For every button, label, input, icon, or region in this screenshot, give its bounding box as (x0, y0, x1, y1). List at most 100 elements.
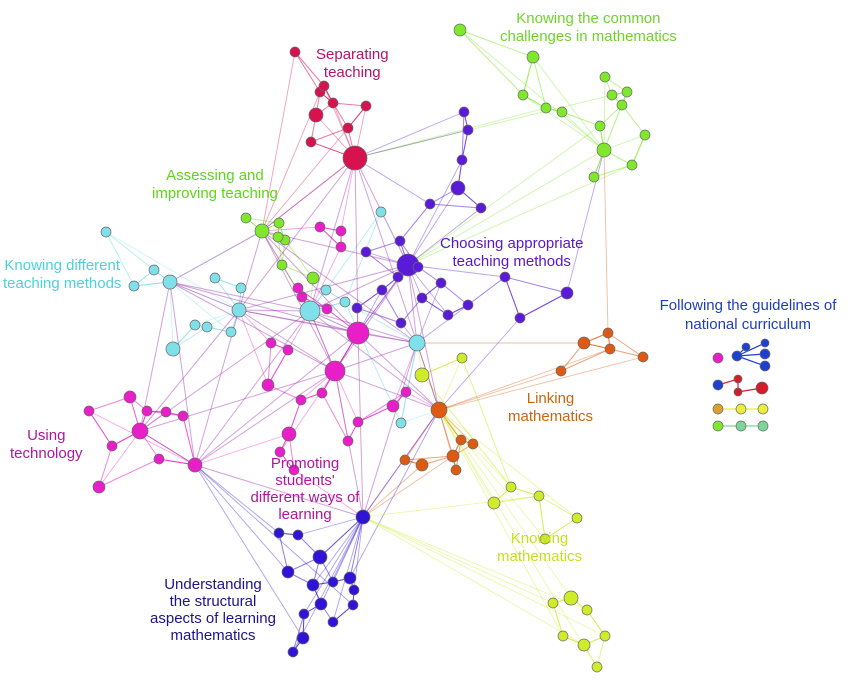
edge (312, 516, 364, 586)
node-purple (395, 317, 407, 329)
edge (294, 51, 325, 87)
edge (631, 134, 646, 166)
edge (603, 76, 606, 151)
edge (440, 282, 469, 306)
edge (560, 348, 611, 372)
label-assessing-improving: Assessing and improving teaching (152, 167, 278, 202)
edge (267, 349, 289, 386)
edge (98, 458, 160, 488)
edge (139, 430, 196, 466)
edge (356, 307, 402, 324)
edge (407, 264, 506, 278)
edge (332, 516, 364, 583)
node-magenta (335, 225, 347, 237)
node-magenta (342, 435, 354, 447)
node-crimson (308, 107, 324, 123)
node-magenta (346, 321, 370, 345)
edge (238, 309, 336, 372)
label-knowing-different-methods: Knowing different teaching methods (3, 257, 122, 292)
edge (552, 602, 564, 637)
node-magenta (141, 405, 153, 417)
edge (261, 226, 321, 232)
node-magenta (123, 390, 137, 404)
label-separating-teaching: Separating teaching (316, 46, 389, 81)
node-magenta (324, 360, 346, 382)
edge (354, 157, 431, 205)
edge (407, 125, 601, 266)
edge (325, 211, 382, 291)
edge (139, 309, 240, 432)
edge (392, 342, 418, 407)
legend-node-blue (731, 350, 743, 362)
node-cyan (395, 417, 407, 429)
edge (504, 276, 568, 294)
node-green (626, 159, 638, 171)
edge (461, 111, 465, 161)
node-purple (462, 124, 474, 136)
node-cyan (201, 321, 213, 333)
edge (194, 464, 289, 573)
node-magenta (282, 344, 294, 356)
node-orange (430, 401, 448, 419)
node-orange (467, 438, 479, 450)
edge (319, 516, 364, 558)
node-purple (424, 198, 436, 210)
label-understanding-structural: Understanding the structural aspects of … (150, 576, 276, 644)
edge (603, 104, 623, 151)
edge (607, 332, 644, 358)
node-lime (581, 604, 593, 616)
edge (407, 264, 440, 411)
node-navy (298, 608, 310, 620)
node-cyan (320, 284, 332, 296)
edge (407, 159, 463, 266)
edge (362, 516, 585, 646)
edge (292, 516, 364, 653)
node-green (596, 142, 612, 158)
edge (404, 409, 440, 461)
node-green (517, 89, 529, 101)
edge (459, 29, 534, 58)
edge (362, 516, 606, 637)
legend-node-teal (735, 420, 747, 432)
edge (105, 231, 155, 271)
node-navy (306, 578, 320, 592)
node-purple (392, 271, 404, 283)
edge (238, 309, 311, 312)
legend-node-red (733, 374, 743, 384)
legend-node-red (755, 381, 769, 395)
edge (344, 211, 382, 303)
edge (399, 203, 431, 242)
node-cyan (128, 280, 140, 292)
edge (238, 309, 418, 344)
edge (407, 149, 605, 266)
node-navy (296, 631, 310, 645)
node-green (254, 223, 270, 239)
node-purple (499, 271, 511, 283)
node-cyan (189, 319, 201, 331)
edge (357, 405, 394, 423)
node-magenta (321, 303, 333, 315)
edge (421, 374, 512, 488)
edge (362, 495, 540, 518)
node-orange (455, 434, 467, 446)
node-lime (533, 490, 545, 502)
node-orange (602, 327, 614, 339)
node-cyan (299, 300, 321, 322)
edge (182, 415, 196, 466)
edge (169, 230, 263, 283)
node-orange (577, 336, 591, 350)
edge (438, 356, 644, 411)
edge (321, 392, 349, 442)
edge (365, 251, 399, 278)
edge (362, 455, 454, 518)
edge (105, 231, 135, 287)
legend-node-gold (712, 403, 724, 415)
edge (294, 51, 321, 93)
edge (538, 495, 578, 519)
edge (609, 348, 644, 358)
node-magenta (160, 406, 172, 418)
node-green (453, 23, 467, 37)
node-navy (273, 527, 285, 539)
node-purple (450, 180, 466, 196)
